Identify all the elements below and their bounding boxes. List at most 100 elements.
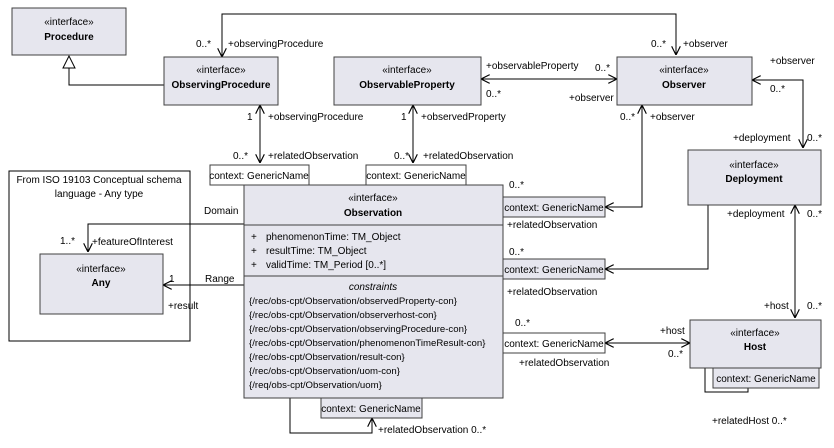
assoc-observer-deployment [752, 80, 803, 148]
qualifier-procedure[interactable]: context: GenericName [209, 164, 310, 186]
qualifier-text: context: GenericName [209, 171, 309, 182]
class-stereotype: «interface» [76, 264, 126, 275]
role-label: +host [660, 326, 685, 337]
attribute-list: + phenomenonTime: TM_Object + resultTime… [251, 232, 401, 271]
role-label: +relatedObservation [507, 287, 597, 298]
multiplicity-label: 0..* [620, 112, 635, 123]
role-label: +relatedObservation [519, 358, 609, 369]
attribute-visibility: + [251, 232, 257, 243]
class-stereotype: «interface» [659, 65, 709, 76]
role-label: +observingProcedure [228, 39, 324, 50]
class-name: Observation [344, 208, 402, 219]
qualifier-observer[interactable]: context: GenericName [502, 196, 606, 218]
role-label: +observer [569, 93, 614, 104]
multiplicity-label: 0..* [770, 84, 785, 95]
role-label: +host [764, 301, 789, 312]
multiplicity-label: 0..* [394, 151, 409, 162]
multiplicity-label: 1..* [60, 236, 75, 247]
qualifier-text: context: GenericName [504, 339, 604, 350]
class-name: Host [744, 342, 767, 353]
assoc-name-label: Domain [204, 206, 238, 217]
class-observing-procedure[interactable]: «interface» ObservingProcedure [163, 56, 279, 106]
attribute: phenomenonTime: TM_Object [266, 232, 401, 243]
connectors [62, 13, 803, 434]
role-label: +featureOfInterest [92, 237, 173, 248]
class-host[interactable]: «interface» Host [689, 319, 822, 369]
constraint-list: {/rec/obs-cpt/Observation/observedProper… [249, 296, 486, 391]
role-label: +deployment [733, 133, 791, 144]
assoc-procedure-observer [222, 13, 676, 57]
constraints-header: constraints [349, 282, 397, 293]
multiplicity-label: 1 [401, 112, 407, 123]
constraint: {/rec/obs-cpt/Observation/result-con} [249, 352, 406, 363]
role-label: +relatedObservation [268, 151, 358, 162]
constraint: {/rec/obs-cpt/Observation/observedProper… [249, 296, 458, 307]
qualifier-text: context: GenericName [321, 404, 421, 415]
multiplicity-label: 0..* [233, 151, 248, 162]
class-name: Deployment [725, 174, 783, 185]
role-label: +result [168, 301, 199, 312]
attribute-visibility: + [251, 260, 257, 271]
qualifier-observation-self[interactable]: context: GenericName [320, 397, 423, 419]
role-label: +observer [683, 39, 728, 50]
qualifier-text: context: GenericName [366, 171, 466, 182]
class-stereotype: «interface» [348, 193, 398, 204]
role-label: +deployment [727, 209, 785, 220]
multiplicity-label: 1 [247, 112, 253, 123]
multiplicity-label: 0..* [807, 133, 822, 144]
multiplicity-label: 0..* [509, 247, 524, 258]
multiplicity-label: 0..* [807, 301, 822, 312]
class-name: Observer [662, 80, 706, 91]
labels: 0..* +observingProcedure 0..* +observer … [60, 39, 822, 436]
assoc-deployment-observation [605, 205, 709, 269]
role-label: +relatedObservation 0..* [378, 425, 486, 436]
constraint: {/rec/obs-cpt/Observation/phenomenonTime… [249, 338, 486, 349]
class-name: ObservableProperty [359, 80, 455, 91]
class-deployment[interactable]: «interface» Deployment [687, 149, 822, 206]
qualifier-text: context: GenericName [716, 374, 816, 385]
class-stereotype: «interface» [382, 65, 432, 76]
qualifier-host[interactable]: context: GenericName [502, 332, 606, 354]
role-label: +relatedObservation [423, 151, 513, 162]
role-label: +relatedHost 0..* [712, 416, 787, 427]
role-label: +observingProcedure [268, 112, 364, 123]
class-name: Any [92, 278, 111, 289]
class-observation[interactable]: «interface» Observation + phenomenonTime… [243, 184, 504, 399]
class-observable-property[interactable]: «interface» ObservableProperty [333, 56, 482, 106]
constraint: {/req/obs-cpt/Observation/uom} [249, 380, 383, 391]
multiplicity-label: 0..* [668, 349, 683, 360]
class-name: ObservingProcedure [172, 80, 271, 91]
generalization-triangle [62, 54, 76, 69]
multiplicity-label: 1 [169, 274, 175, 285]
constraint: {/rec/obs-cpt/Observation/observerhost-c… [249, 310, 438, 321]
qualifier-host-self[interactable]: context: GenericName [712, 367, 820, 389]
class-name: Procedure [44, 32, 94, 43]
attribute: resultTime: TM_Object [266, 246, 367, 257]
attribute-visibility: + [251, 246, 257, 257]
assoc-name-label: Range [205, 274, 235, 285]
class-stereotype: «interface» [730, 328, 780, 339]
class-stereotype: «interface» [196, 65, 246, 76]
qualifier-property[interactable]: context: GenericName [365, 164, 467, 186]
role-label: +observer [770, 56, 815, 67]
multiplicity-label: 0..* [509, 180, 524, 191]
class-stereotype: «interface» [44, 17, 94, 28]
role-label: +relatedObservation [507, 220, 597, 231]
class-observer[interactable]: «interface» Observer [616, 56, 753, 106]
role-label: +observer [650, 112, 695, 123]
class-any[interactable]: «interface» Any [39, 253, 164, 315]
class-stereotype: «interface» [729, 160, 779, 171]
constraint: {/rec/obs-cpt/Observation/uom-con} [249, 366, 401, 377]
class-procedure[interactable]: «interface» Procedure [11, 7, 127, 56]
qualifier-deployment[interactable]: context: GenericName [502, 258, 606, 280]
multiplicity-label: 0..* [595, 63, 610, 74]
attribute: validTime: TM_Period [0..*] [266, 260, 386, 271]
package-title-line2: language - Any type [55, 189, 144, 200]
multiplicity-label: 0..* [515, 318, 530, 329]
multiplicity-label: 0..* [807, 209, 822, 220]
package-title-line1: From ISO 19103 Conceptual schema [16, 175, 182, 186]
multiplicity-label: 0..* [486, 89, 501, 100]
qualifier-text: context: GenericName [504, 265, 604, 276]
role-label: +observableProperty [486, 61, 579, 72]
